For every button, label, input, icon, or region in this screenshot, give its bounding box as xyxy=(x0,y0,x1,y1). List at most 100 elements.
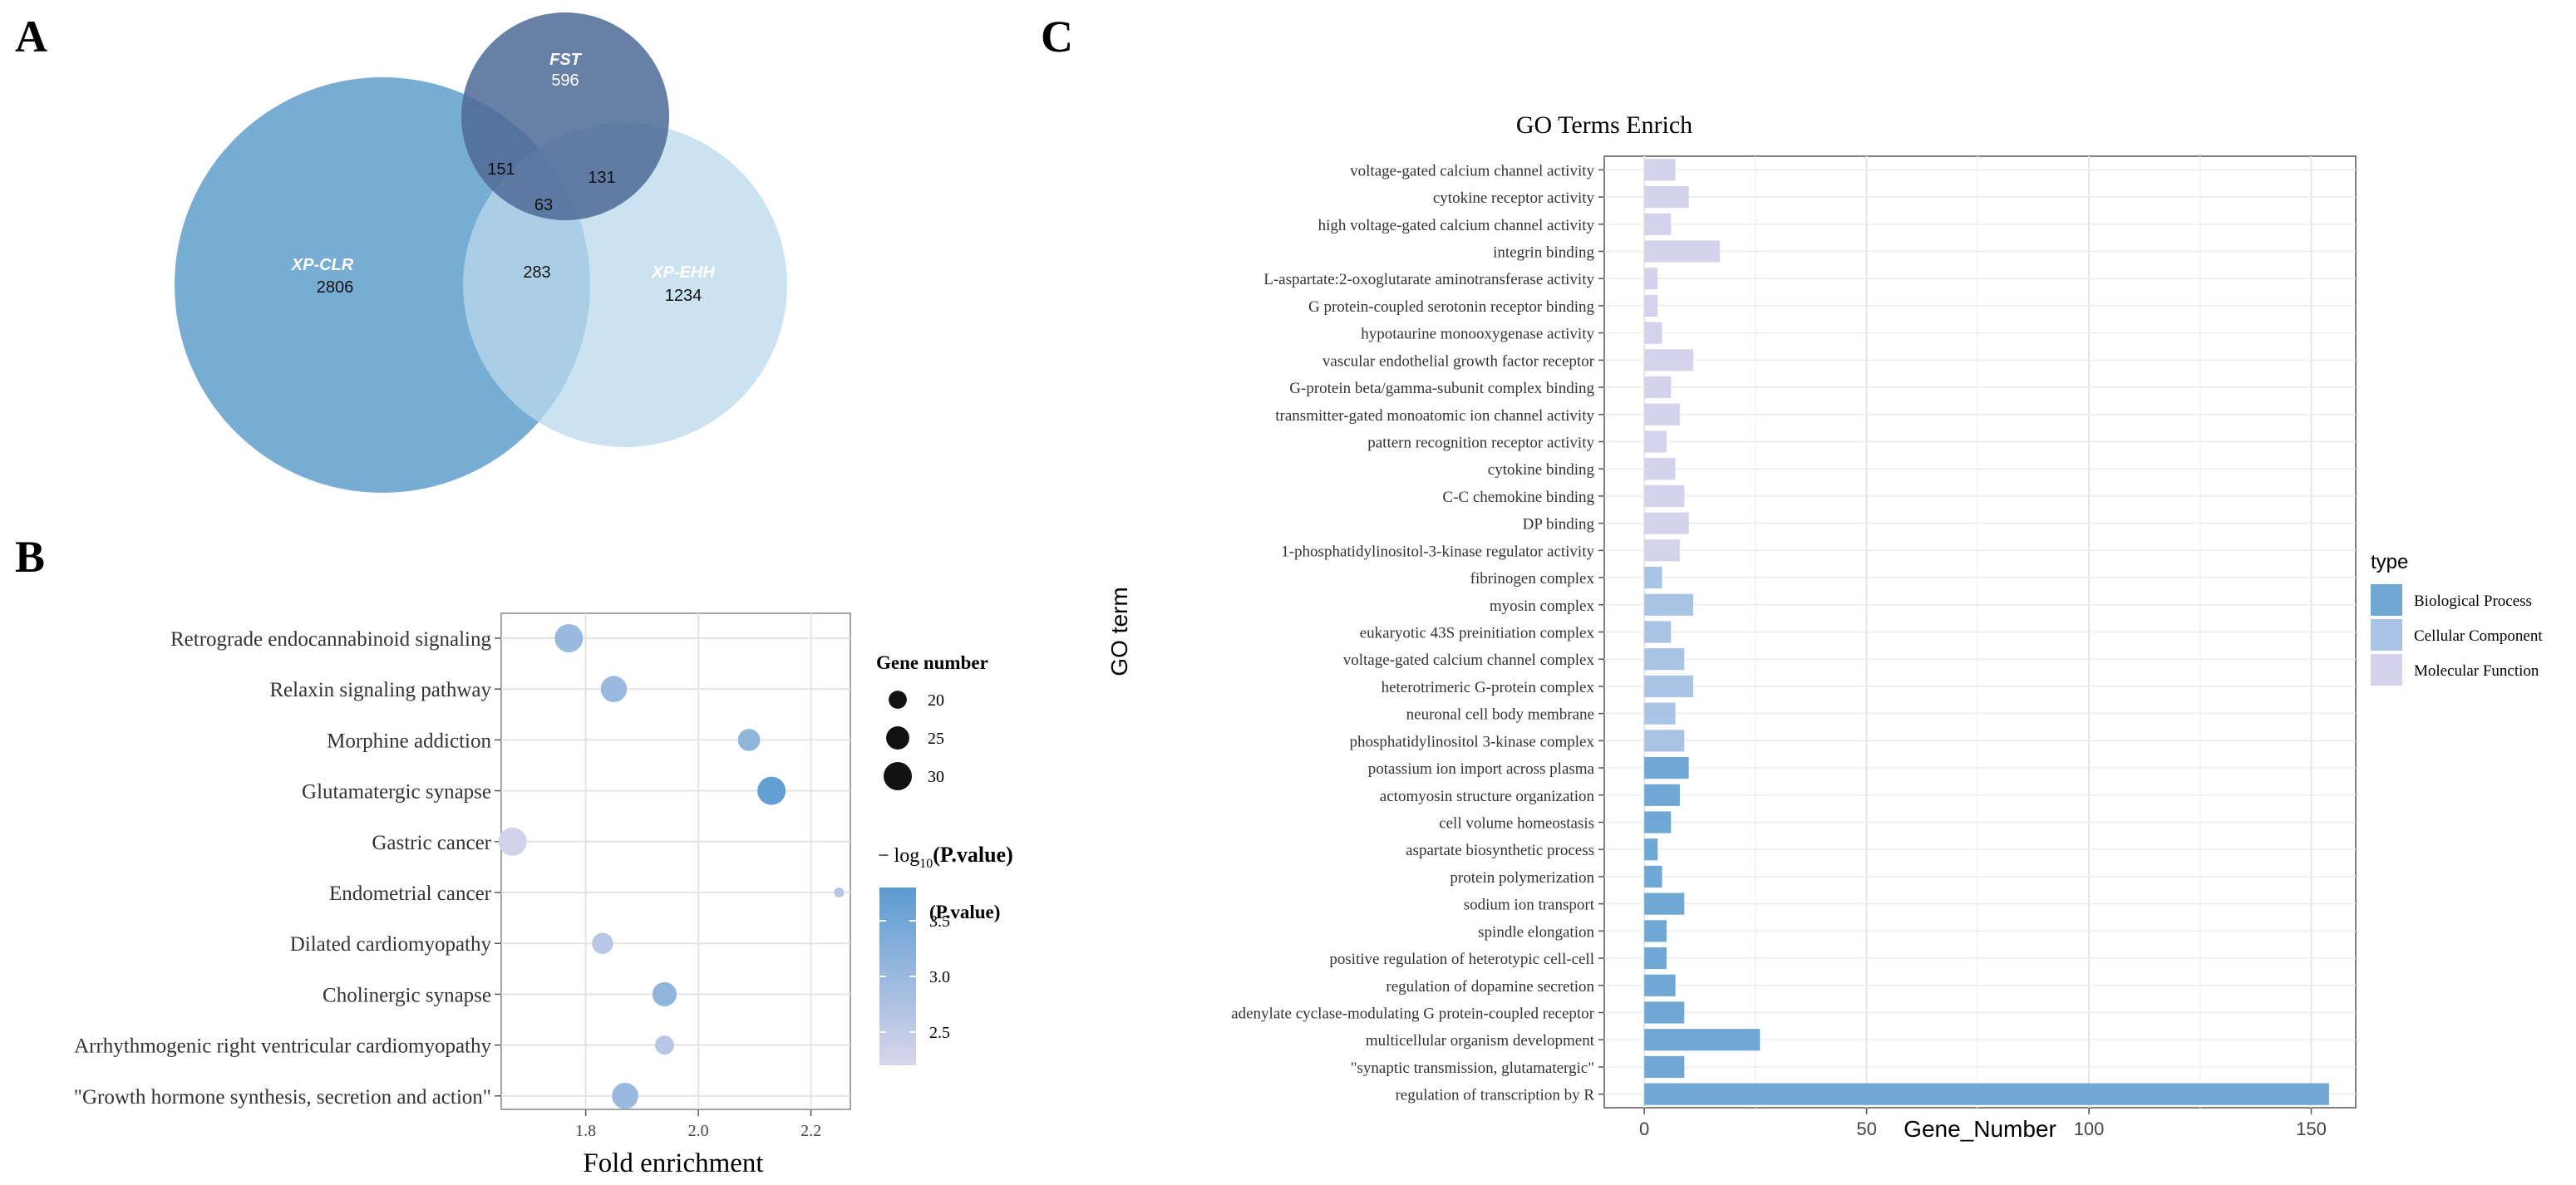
go-bar-integrin-binding xyxy=(1644,240,1721,263)
go-bar-synaptic-transmission-glutamatergic xyxy=(1644,1055,1685,1079)
go-bar-g-protein-beta-gamma-subunit-complex-bin xyxy=(1644,376,1672,399)
go-term-voltage-gated-calcium-channel-complex: voltage-gated calcium channel complex xyxy=(1343,652,1595,669)
go-term-aspartate-biosynthetic-process: aspartate biosynthetic process xyxy=(1406,842,1594,859)
go-term-spindle-elongation: spindle elongation xyxy=(1478,923,1594,941)
venn-value-all: 63 xyxy=(534,196,553,214)
go-bar-cytokine-receptor-activity xyxy=(1644,185,1689,209)
go-bar-positive-regulation-of-heterotypic-cell- xyxy=(1644,947,1667,970)
size-legend-dot-25 xyxy=(886,726,909,750)
panel-label-c: C xyxy=(1041,12,1073,61)
bubble-category-arrhythmogenic-right-ventricular-cardiom: Arrhythmogenic right ventricular cardiom… xyxy=(74,1035,491,1058)
go-term-g-protein-beta-gamma-subunit-complex-bin: G-protein beta/gamma-subunit complex bin… xyxy=(1289,380,1594,397)
go-bar-fibrinogen-complex xyxy=(1644,566,1662,589)
go-term-cytokine-binding: cytokine binding xyxy=(1488,461,1595,479)
go-bar-aspartate-biosynthetic-process xyxy=(1644,838,1658,861)
bubble-category-relaxin-signaling-pathway: Relaxin signaling pathway xyxy=(269,679,491,701)
go-bar-cytokine-binding xyxy=(1644,458,1676,480)
bubble-point-dilated-cardiomyopathy xyxy=(592,932,613,954)
go-term-pattern-recognition-receptor-activity: pattern recognition receptor activity xyxy=(1367,435,1594,452)
color-legend-title-suffix: (P.value) xyxy=(933,843,1013,867)
go-bar-sodium-ion-transport xyxy=(1644,892,1685,915)
go-term-actomyosin-structure-organization: actomyosin structure organization xyxy=(1380,788,1595,805)
color-legend-title: − log10(P.value) xyxy=(878,843,1013,871)
bubble-grid xyxy=(501,613,850,1109)
go-bar-multicellular-organism-development xyxy=(1644,1029,1761,1051)
go-term-g-protein-coupled-serotonin-receptor-bin: G protein-coupled serotonin receptor bin… xyxy=(1308,298,1595,316)
go-bar-hypotaurine-monooxygenase-activity xyxy=(1644,322,1662,344)
go-legend-label-biological-process: Biological Process xyxy=(2414,592,2532,610)
venn-value-fst-xpclr: 151 xyxy=(487,160,515,179)
go-bar-heterotrimeric-g-protein-complex xyxy=(1644,675,1693,698)
go-term-voltage-gated-calcium-channel-activity: voltage-gated calcium channel activity xyxy=(1350,162,1594,179)
size-legend-title: Gene number xyxy=(876,652,988,673)
go-bar-g-protein-coupled-serotonin-receptor-bin xyxy=(1644,294,1658,317)
color-legend-tick-label: 2.5 xyxy=(929,1024,950,1042)
venn-label-xp-ehh: XP-EHH xyxy=(651,263,715,282)
go-x-tick-label: 100 xyxy=(2074,1119,2105,1139)
go-bar-1-phosphatidylinositol-3-kinase-regulato xyxy=(1644,539,1680,562)
go-bar-potassium-ion-import-across-plasma xyxy=(1644,756,1689,779)
go-term-fibrinogen-complex: fibrinogen complex xyxy=(1470,570,1595,588)
bubble-point-endometrial-cancer xyxy=(834,888,845,897)
color-legend-tick-label: 3.5 xyxy=(929,912,950,931)
bubble-point-growth-hormone-synthesis-secretion-and-a xyxy=(612,1083,638,1109)
go-x-axis-label: Gene_Number xyxy=(1904,1116,2056,1142)
go-legend-swatch-molecular-function xyxy=(2371,654,2402,686)
bubble-category-glutamatergic-synapse: Glutamatergic synapse xyxy=(302,781,491,804)
go-x-tick-label: 0 xyxy=(1639,1119,1649,1139)
go-bar-cell-volume-homeostasis xyxy=(1644,811,1672,833)
go-term-l-aspartate-2-oxoglutarate-aminotransfer: L-aspartate:2-oxoglutarate aminotransfer… xyxy=(1263,271,1594,288)
bubble-plot-area xyxy=(500,612,851,1110)
bubble-category-morphine-addiction: Morphine addiction xyxy=(327,730,491,752)
go-bar-voltage-gated-calcium-channel-complex xyxy=(1644,648,1685,671)
venn-value-fst-xpehh: 131 xyxy=(588,169,615,187)
go-term-vascular-endothelial-growth-factor-recep: vascular endothelial growth factor recep… xyxy=(1322,352,1595,370)
go-term-phosphatidylinositol-3-kinase-complex: phosphatidylinositol 3-kinase complex xyxy=(1350,733,1595,750)
size-legend-dot-20 xyxy=(889,691,907,709)
color-legend-title-sub: 10 xyxy=(919,857,933,871)
size-legend-label-30: 30 xyxy=(928,768,944,786)
bubble-category-dilated-cardiomyopathy: Dilated cardiomyopathy xyxy=(290,933,492,956)
go-bar-vascular-endothelial-growth-factor-recep xyxy=(1644,349,1693,371)
go-term-c-c-chemokine-binding: C-C chemokine binding xyxy=(1442,489,1594,506)
venn-label-xp-clr: XP-CLR xyxy=(291,256,354,274)
bubble-category-growth-hormone-synthesis-secretion-and-a: "Growth hormone synthesis, secretion and… xyxy=(74,1086,491,1109)
go-term-regulation-of-transcription-by-r: regulation of transcription by R xyxy=(1395,1087,1594,1104)
go-term-labels: voltage-gated calcium channel activity cy… xyxy=(1231,162,1604,1104)
size-legend-label-25: 25 xyxy=(928,730,944,748)
bubble-point-gastric-cancer xyxy=(498,827,527,856)
color-legend-tick-label: 3.0 xyxy=(929,968,950,986)
bubble-point-retrograde-endocannabinoid-signaling xyxy=(554,624,584,652)
go-term-heterotrimeric-g-protein-complex: heterotrimeric G-protein complex xyxy=(1382,679,1595,696)
go-term-potassium-ion-import-across-plasma: potassium ion import across plasma xyxy=(1368,760,1595,778)
bubble-category-gastric-cancer: Gastric cancer xyxy=(372,832,491,854)
bubble-point-morphine-addiction xyxy=(737,729,761,751)
go-term-neuronal-cell-body-membrane: neuronal cell body membrane xyxy=(1406,706,1594,724)
go-term-dp-binding: DP binding xyxy=(1523,516,1595,533)
go-bar-dp-binding xyxy=(1644,512,1689,534)
color-legend-ticks: 2.5 3.0 3.5 xyxy=(879,912,950,1042)
go-bar-myosin-complex xyxy=(1644,593,1693,616)
go-bar-regulation-of-transcription-by-r xyxy=(1644,1083,2329,1105)
bubble-x-tick-label: 2.2 xyxy=(800,1122,821,1140)
go-term-regulation-of-dopamine-secretion: regulation of dopamine secretion xyxy=(1386,978,1594,996)
go-bar-protein-polymerization xyxy=(1644,865,1662,888)
size-legend-dot-30 xyxy=(884,762,912,790)
bubble-category-retrograde-endocannabinoid-signaling: Retrograde endocannabinoid signaling xyxy=(170,628,491,651)
color-legend-subtitle: (P.value) xyxy=(929,902,1000,922)
go-bar-spindle-elongation xyxy=(1644,920,1667,942)
go-x-tick-label: 50 xyxy=(1856,1119,1876,1139)
panel-label-a: A xyxy=(15,12,47,61)
go-bar-regulation-of-dopamine-secretion xyxy=(1644,974,1676,996)
go-term-protein-polymerization: protein polymerization xyxy=(1450,869,1594,887)
go-bar-adenylate-cyclase-modulating-g-protein-c xyxy=(1644,1001,1685,1024)
go-term-1-phosphatidylinositol-3-kinase-regulato: 1-phosphatidylinositol-3-kinase regulato… xyxy=(1281,543,1594,560)
go-bar-chart: GO Terms Enrich voltage-gated calcium ch… xyxy=(1106,111,2543,1142)
color-legend-title-prefix: − log xyxy=(878,845,919,867)
go-term-sodium-ion-transport: sodium ion transport xyxy=(1464,897,1595,914)
go-term-multicellular-organism-development: multicellular organism development xyxy=(1366,1032,1595,1050)
bubble-x-tick-label: 1.8 xyxy=(575,1122,596,1140)
